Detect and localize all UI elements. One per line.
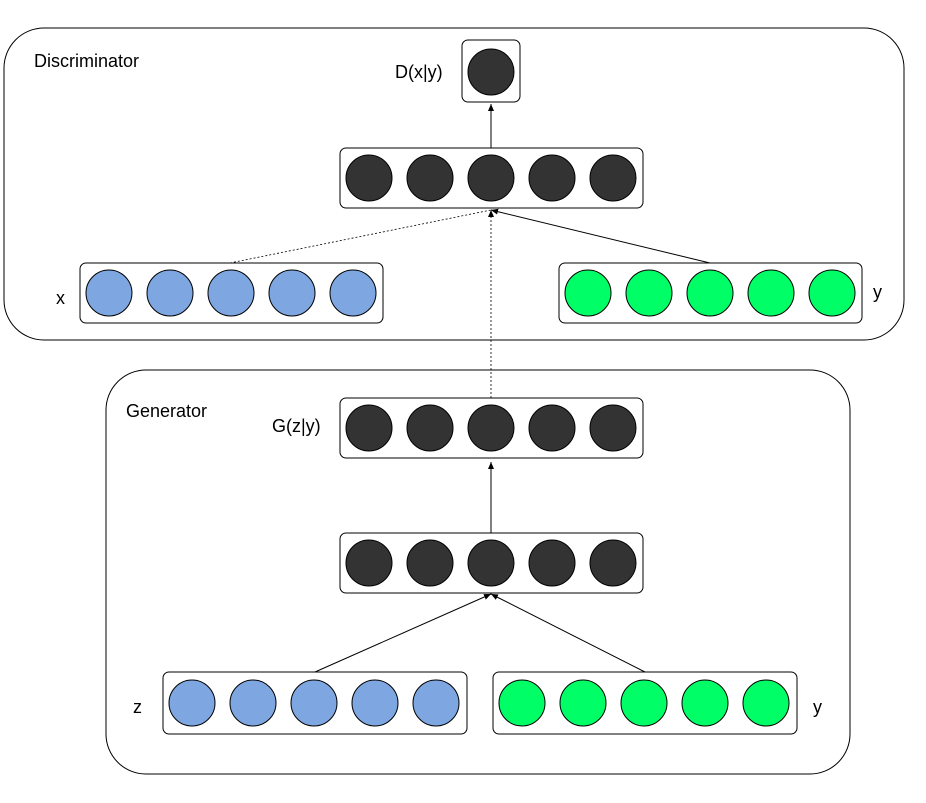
d-output-layer: D(x|y)	[395, 39, 521, 103]
d-output-label: D(x|y)	[395, 62, 443, 82]
edge-g-y-to-hidden	[490, 593, 646, 673]
d-output-node	[467, 48, 515, 96]
d-input-x-node-5	[329, 269, 377, 317]
g-input-y-node-4	[681, 679, 729, 727]
d-input-y-label: y	[873, 282, 882, 302]
d-input-x-label: x	[56, 288, 65, 308]
g-hidden-node-2	[406, 539, 454, 587]
g-input-z-node-3	[290, 679, 338, 727]
g-input-y-node-1	[498, 679, 546, 727]
g-output-node-3	[467, 404, 515, 452]
d-hidden-node-2	[406, 154, 454, 202]
g-input-z-nodes	[168, 679, 460, 727]
g-input-y-node-2	[559, 679, 607, 727]
generator-title: Generator	[126, 401, 207, 421]
g-output-label: G(z|y)	[272, 416, 321, 436]
g-input-z-label: z	[133, 697, 142, 717]
d-hidden-node-3	[467, 154, 515, 202]
d-hidden-node-1	[345, 154, 393, 202]
g-input-y-label: y	[813, 697, 822, 717]
g-input-z-layer: z	[133, 671, 468, 735]
g-input-y-layer: y	[492, 671, 822, 735]
g-output-node-5	[589, 404, 637, 452]
g-input-z-node-1	[168, 679, 216, 727]
d-input-x-layer: x	[56, 262, 384, 324]
d-input-x-node-1	[85, 269, 133, 317]
d-hidden-nodes	[345, 154, 637, 202]
g-input-y-node-3	[620, 679, 668, 727]
g-hidden-node-4	[528, 539, 576, 587]
d-input-y-node-4	[747, 269, 795, 317]
g-input-y-nodes	[498, 679, 790, 727]
d-input-x-nodes	[85, 269, 377, 317]
d-input-y-node-5	[808, 269, 856, 317]
d-hidden-layer	[339, 147, 644, 209]
g-output-nodes	[345, 404, 637, 452]
edge-g-z-to-hidden	[314, 593, 492, 673]
g-hidden-nodes	[345, 539, 637, 587]
discriminator-title: Discriminator	[34, 51, 139, 71]
g-input-z-node-5	[412, 679, 460, 727]
g-hidden-node-1	[345, 539, 393, 587]
g-output-node-1	[345, 404, 393, 452]
d-input-x-node-4	[268, 269, 316, 317]
g-input-z-node-4	[351, 679, 399, 727]
g-hidden-layer	[339, 532, 644, 594]
g-output-node-4	[528, 404, 576, 452]
g-input-z-node-2	[229, 679, 277, 727]
d-hidden-node-5	[589, 154, 637, 202]
d-input-y-nodes	[564, 269, 856, 317]
connections	[229, 104, 711, 673]
g-hidden-node-3	[467, 539, 515, 587]
d-input-y-node-3	[686, 269, 734, 317]
g-output-layer: G(z|y)	[272, 397, 644, 459]
d-input-y-layer: y	[558, 262, 882, 324]
g-hidden-node-5	[589, 539, 637, 587]
edge-d-y-to-hidden	[490, 208, 711, 264]
g-output-node-2	[406, 404, 454, 452]
g-input-y-node-5	[742, 679, 790, 727]
d-hidden-node-4	[528, 154, 576, 202]
d-input-y-node-1	[564, 269, 612, 317]
edge-d-x-to-hidden	[229, 209, 492, 264]
d-input-x-node-3	[207, 269, 255, 317]
d-input-y-node-2	[625, 269, 673, 317]
d-input-x-node-2	[146, 269, 194, 317]
